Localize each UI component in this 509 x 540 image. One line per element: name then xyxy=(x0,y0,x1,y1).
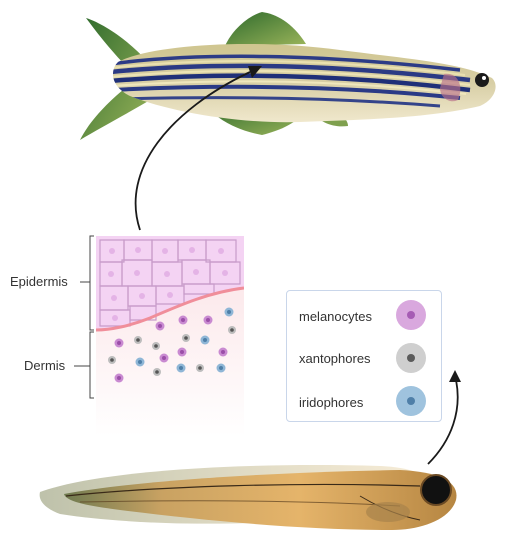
fish-eye xyxy=(475,73,489,87)
legend-label-iridophores: iridophores xyxy=(299,395,363,410)
adult-zebrafish xyxy=(80,12,496,140)
legend-label-melanocytes: melanocytes xyxy=(299,309,372,324)
legend-label-xantophores: xantophores xyxy=(299,351,371,366)
zebrafish-larva xyxy=(40,465,457,530)
xantophore-swatch-icon xyxy=(396,343,426,373)
larva-yolk xyxy=(366,502,410,522)
epidermis-label: Epidermis xyxy=(10,274,68,289)
chromatophore-legend: melanocytes xantophores iridophores xyxy=(286,290,442,422)
legend-swatches xyxy=(393,297,433,417)
dorsal-fin xyxy=(225,12,306,46)
skin-cross-section xyxy=(96,236,244,436)
dermis-label: Dermis xyxy=(24,358,65,373)
melanocyte-swatch-icon xyxy=(396,300,426,330)
iridophore-swatch-icon xyxy=(396,386,426,416)
layer-brackets xyxy=(74,236,94,398)
